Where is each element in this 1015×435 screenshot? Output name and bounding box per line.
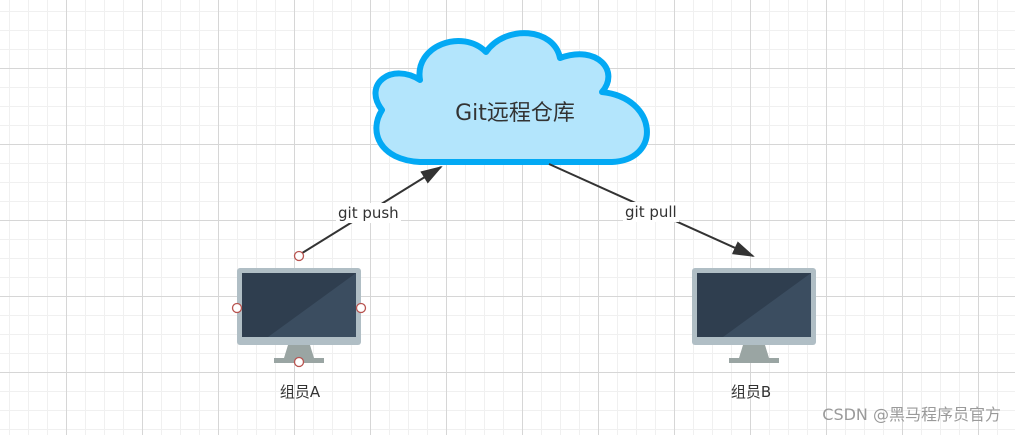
monitor-a-stand — [284, 345, 314, 358]
monitor-a-screen-shade — [268, 273, 356, 337]
monitor-b-screen-shade — [723, 273, 811, 337]
pull-edge-label[interactable]: git pull — [623, 202, 679, 222]
monitor-b-base — [729, 358, 779, 363]
handle-right — [355, 302, 367, 314]
handle-bottom — [293, 356, 305, 368]
member-b-monitor[interactable] — [692, 268, 816, 363]
handle-left — [231, 302, 243, 314]
cloud-shape[interactable] — [372, 30, 650, 165]
handle-top — [293, 250, 305, 262]
cloud-label[interactable]: Git远程仓库 — [455, 101, 575, 126]
monitor-b-stand — [739, 345, 769, 358]
member-b-label[interactable]: 组员B — [730, 383, 772, 401]
cloud-icon — [372, 30, 650, 165]
member-a-label[interactable]: 组员A — [279, 383, 321, 401]
watermark: CSDN @黑马程序员官方 — [822, 405, 1001, 424]
member-a-monitor[interactable] — [237, 268, 361, 363]
selection-handles[interactable] — [231, 250, 367, 368]
push-edge-label[interactable]: git push — [336, 203, 401, 223]
